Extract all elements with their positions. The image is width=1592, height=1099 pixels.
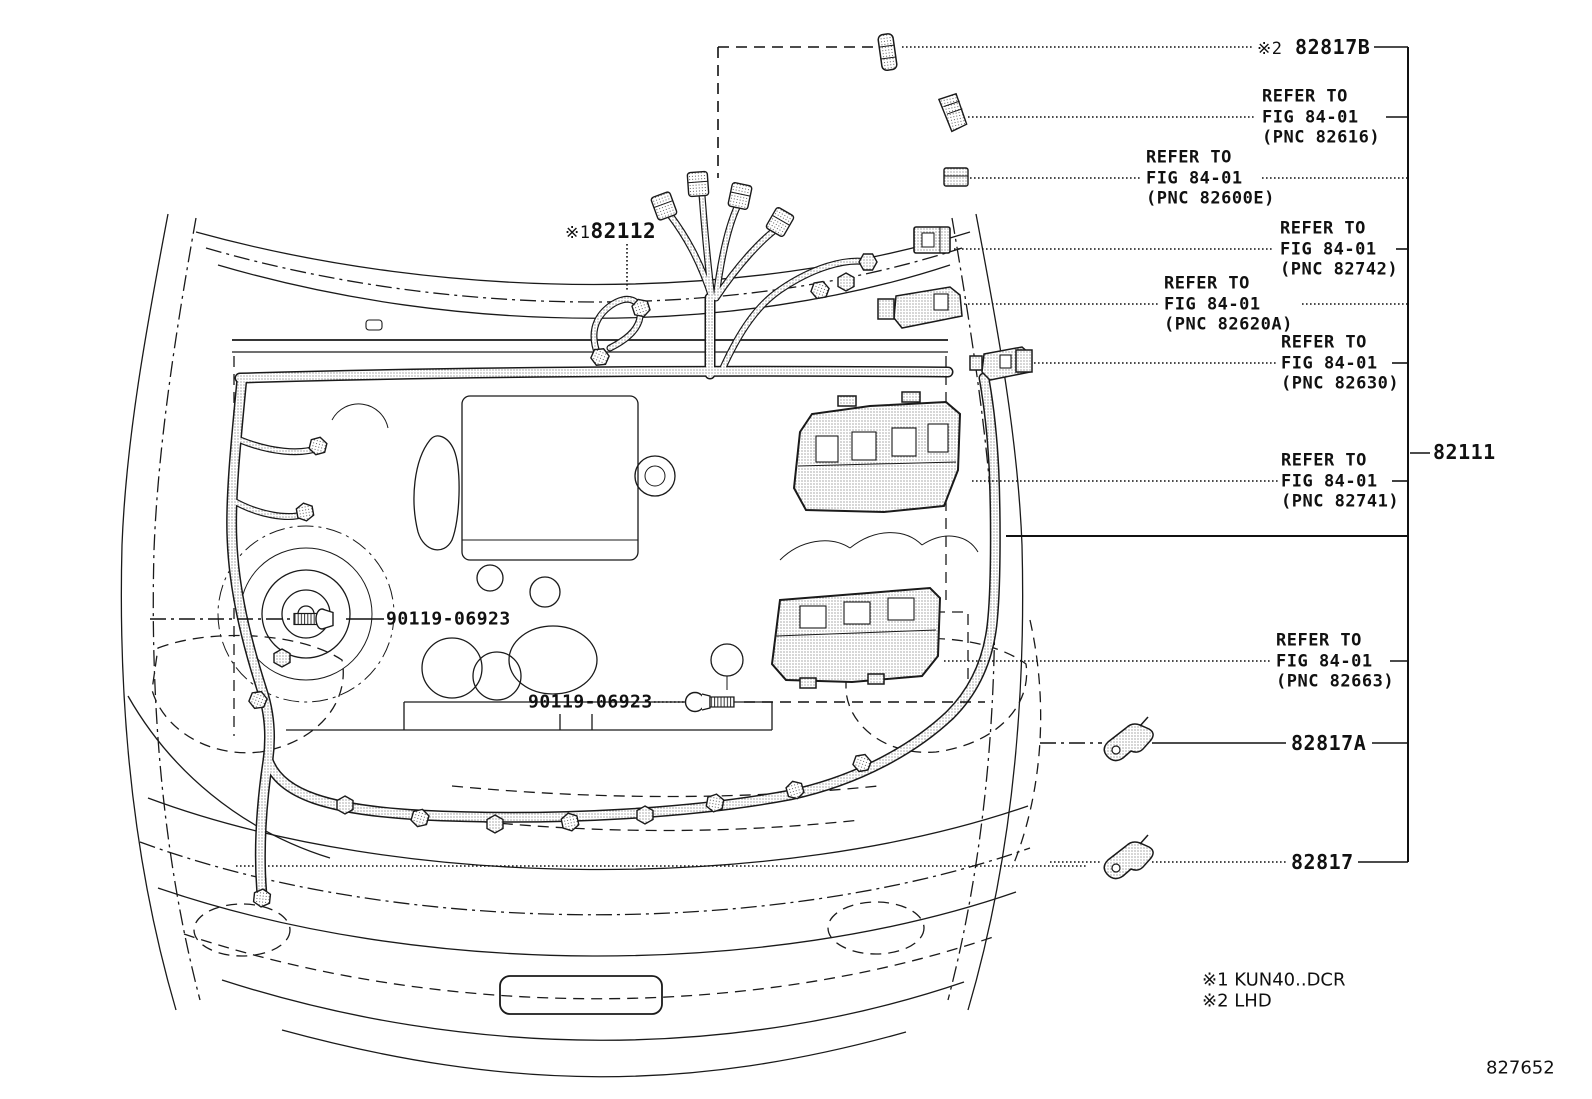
- clip-82817a-icon: [1103, 716, 1154, 762]
- connector-82616-icon: [937, 92, 968, 133]
- callout-refer-82616: REFER TO FIG 84-01 (PNC 82616): [1262, 86, 1380, 148]
- refer-line: FIG 84-01: [1281, 352, 1378, 373]
- refer-line: (PNC 82741): [1281, 491, 1400, 512]
- refer-line: FIG 84-01: [1146, 167, 1243, 188]
- refer-line: (PNC 82620A): [1164, 314, 1293, 335]
- refer-line: REFER TO: [1281, 450, 1367, 471]
- refer-line: (PNC 82742): [1280, 259, 1399, 280]
- refer-line: REFER TO: [1262, 86, 1348, 107]
- refer-line: (PNC 82663): [1276, 671, 1395, 692]
- callout-82111: 82111: [1433, 440, 1496, 464]
- callout-82817b: ※2 82817B: [1257, 35, 1370, 59]
- relay-box-upper: [792, 391, 962, 514]
- part-number-90119-06923-center: 90119-06923: [528, 691, 653, 713]
- footnote-marker-2: ※2: [1257, 39, 1283, 59]
- leader-82817b-left: [717, 46, 874, 178]
- refer-line: REFER TO: [1146, 147, 1232, 168]
- refer-line: FIG 84-01: [1276, 650, 1373, 671]
- refer-line: (PNC 82600E): [1146, 188, 1275, 209]
- refer-line: FIG 84-01: [1280, 238, 1377, 259]
- relay-box-lower: [770, 586, 969, 689]
- refer-line: FIG 84-01: [1281, 470, 1378, 491]
- callout-refer-82630: REFER TO FIG 84-01 (PNC 82630): [1281, 332, 1399, 394]
- wiring-harness-82111: [226, 170, 1001, 909]
- connector-82742-icon: [913, 226, 951, 254]
- connector-82620a-icon: [877, 286, 963, 329]
- callout-refer-82620a: REFER TO FIG 84-01 (PNC 82620A): [1164, 273, 1293, 335]
- callout-refer-82742: REFER TO FIG 84-01 (PNC 82742): [1280, 218, 1398, 280]
- part-number-90119-06923-left: 90119-06923: [386, 608, 511, 630]
- refer-line: (PNC 82616): [1262, 127, 1381, 148]
- callout-bolt-center: 90119-06923: [528, 692, 653, 713]
- refer-line: (PNC 82630): [1281, 373, 1400, 394]
- refer-line: REFER TO: [1164, 273, 1250, 294]
- footnote-kun40-dcr: ※1 KUN40..DCR: [1202, 969, 1346, 991]
- footnote-marker-1: ※1: [565, 223, 591, 243]
- callout-refer-82663: REFER TO FIG 84-01 (PNC 82663): [1276, 630, 1394, 692]
- callout-refer-82600e: REFER TO FIG 84-01 (PNC 82600E): [1146, 147, 1275, 209]
- refer-line: REFER TO: [1280, 218, 1366, 239]
- callout-bolt-left: 90119-06923: [386, 609, 511, 630]
- car-body-outline: [120, 213, 1088, 1078]
- refer-line: REFER TO: [1276, 630, 1362, 651]
- part-number-82817a: 82817A: [1291, 731, 1367, 755]
- leader-lines: [150, 46, 1430, 863]
- callout-refer-82741: REFER TO FIG 84-01 (PNC 82741): [1281, 450, 1399, 512]
- connector-82817b-icon: [877, 33, 898, 72]
- part-number-82817: 82817: [1291, 850, 1354, 874]
- bolt-icon-left: [293, 608, 334, 630]
- callout-82817: 82817: [1291, 850, 1354, 874]
- refer-line: REFER TO: [1281, 332, 1367, 353]
- refer-line: FIG 84-01: [1164, 293, 1261, 314]
- part-number-82111: 82111: [1433, 440, 1496, 464]
- figure-code: 827652: [1486, 1057, 1555, 1079]
- connector-82600e-icon: [943, 167, 969, 187]
- refer-line: FIG 84-01: [1262, 106, 1359, 127]
- footnote-lhd: ※2 LHD: [1202, 990, 1272, 1012]
- wire-82112: [588, 295, 653, 370]
- part-number-82112: 82112: [590, 219, 657, 243]
- part-number-82817b: 82817B: [1295, 35, 1371, 59]
- callout-82112: ※182112: [565, 219, 656, 243]
- connector-82630-icon: [969, 346, 1033, 381]
- callout-82817a: 82817A: [1291, 731, 1366, 755]
- bolt-icon-center: [684, 691, 735, 713]
- clip-82817-icon: [1103, 834, 1154, 880]
